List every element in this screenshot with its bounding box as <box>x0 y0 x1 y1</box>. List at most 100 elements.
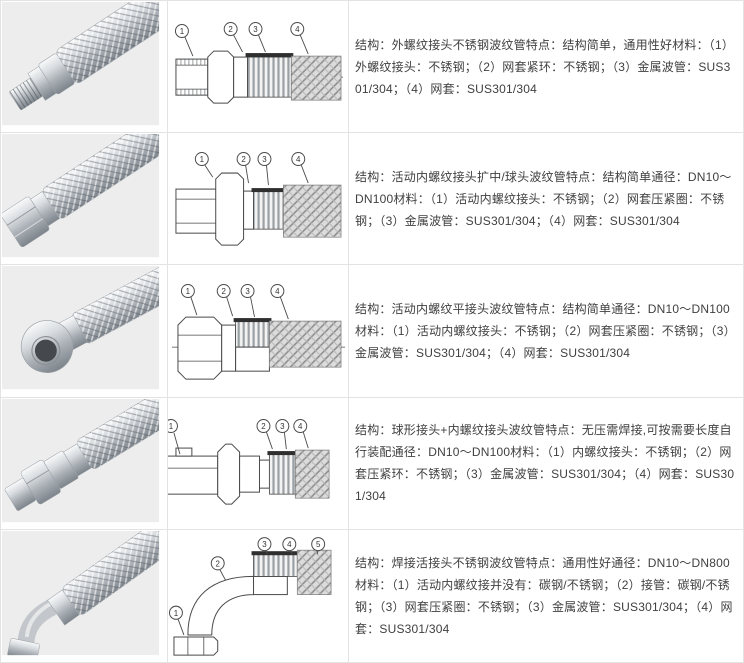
table-row: 1 2 3 4 结构：活动内螺纹平接 <box>1 265 743 398</box>
callout-2: 2 <box>256 418 273 449</box>
diagram-hex-flange <box>207 50 235 104</box>
male-thread-diagram: 1 2 3 4 <box>174 22 344 104</box>
svg-text:2: 2 <box>228 25 233 34</box>
ball-joint-diagram: 1 2 3 4 <box>168 418 330 505</box>
diagram-braid <box>269 321 342 368</box>
diagram-braid <box>294 449 330 499</box>
diagram-corrugated-tube <box>269 453 296 495</box>
callout-1: 1 <box>168 605 185 635</box>
flat-female-nut-braided-hose-photo <box>1 266 160 390</box>
diagram-tube-body <box>235 347 270 373</box>
diagram-elbow-pipe <box>187 575 255 636</box>
elbow-diagram: 1 2 3 4 <box>168 536 332 656</box>
diagram-left-body <box>168 455 219 495</box>
structure-diagram-cell: 1 2 3 4 <box>168 529 349 662</box>
product-photo-cell <box>1 397 168 529</box>
callout-1: 1 <box>194 152 214 178</box>
svg-text:4: 4 <box>295 25 300 34</box>
svg-text:2: 2 <box>216 559 221 568</box>
svg-text:3: 3 <box>245 287 250 296</box>
diagram-union-nut <box>173 636 219 656</box>
svg-text:3: 3 <box>253 25 258 34</box>
welded-union-elbow-braided-hose-photo <box>1 530 160 655</box>
swivel-female-nut-braided-hose-photo <box>1 134 160 258</box>
callout-2: 2 <box>210 556 227 581</box>
product-photo-cell <box>1 1 168 133</box>
svg-text:3: 3 <box>262 540 267 549</box>
svg-text:4: 4 <box>287 540 292 549</box>
diagram-corrugated-tube <box>235 321 270 348</box>
callout-2: 2 <box>216 284 234 317</box>
elbow-hex-nut <box>7 637 40 655</box>
callout-3: 3 <box>240 284 255 318</box>
svg-text:2: 2 <box>261 422 266 431</box>
svg-text:4: 4 <box>298 422 303 431</box>
svg-text:2: 2 <box>221 287 226 296</box>
callout-3: 3 <box>257 152 272 186</box>
callout-2: 2 <box>236 152 251 184</box>
structure-diagram-cell: 1 2 3 4 <box>168 133 349 265</box>
svg-text:3: 3 <box>280 422 285 431</box>
svg-text:1: 1 <box>200 155 205 164</box>
diagram-socket <box>239 455 260 493</box>
svg-text:1: 1 <box>186 287 191 296</box>
callout-4: 4 <box>270 284 289 320</box>
table-row: 1 2 3 4 结构：球形接头+内螺 <box>1 397 743 530</box>
callout-4: 4 <box>290 22 309 55</box>
svg-text:1: 1 <box>174 609 179 618</box>
diagram-braid <box>296 549 332 595</box>
diagram-clamp-ring <box>233 318 272 323</box>
callout-1: 1 <box>174 24 194 57</box>
structure-diagram-cell: 1 2 3 4 <box>168 397 349 529</box>
diagram-ball-hex <box>217 443 241 505</box>
diagram-hex-nut <box>177 316 223 381</box>
diagram-socket <box>221 324 237 373</box>
diagram-nut-body <box>175 188 221 234</box>
ball-joint-female-thread-braided-hose-photo <box>1 398 160 522</box>
product-photo-cell <box>1 529 168 662</box>
diagram-clamp-ring <box>245 53 294 58</box>
external-thread-braided-hose-photo <box>1 2 160 126</box>
bore-hole <box>34 339 57 363</box>
structure-diagram-cell: 1 2 3 4 <box>168 265 349 397</box>
product-description-cell: 结构：活动内螺纹平接头波纹管特点：结构简单通径：DN10～DN100材料：（1）… <box>349 265 743 397</box>
callout-4: 4 <box>291 152 309 184</box>
svg-text:5: 5 <box>316 540 321 549</box>
diagram-braid <box>283 184 342 238</box>
diagram-socket <box>233 56 249 98</box>
callout-3: 3 <box>257 536 272 555</box>
svg-text:2: 2 <box>241 155 246 164</box>
product-description: 结构：外螺纹接头不锈钢波纹管特点：结构简单，通用性好材料：（1）外螺纹接头：不锈… <box>355 37 735 96</box>
callout-4: 4 <box>293 418 309 448</box>
diagram-socket <box>243 190 255 230</box>
product-photo-cell <box>1 133 168 265</box>
product-description: 结构：球形接头+内螺纹接头波纹管特点：无压需焊接,可按需要长度自行装配通径：DN… <box>355 423 735 504</box>
product-photo-cell <box>1 265 168 397</box>
product-description: 结构：焊接活接头不锈钢波纹管特点：通用性好通径：DN10～DN800材料：（1）… <box>355 555 733 636</box>
diagram-corrugated-tube <box>247 56 292 98</box>
callout-5: 5 <box>311 536 326 555</box>
structure-diagram-cell: 1 2 3 4 <box>168 1 349 133</box>
table-row: 1 2 3 4 <box>1 529 743 662</box>
diagram-clamp-ring <box>251 188 286 193</box>
svg-text:1: 1 <box>169 422 174 431</box>
flat-female-diagram: 1 2 3 4 <box>171 284 346 381</box>
callout-4: 4 <box>282 536 297 555</box>
diagram-corrugated-tube <box>253 190 284 230</box>
product-description: 结构：活动内螺纹平接头波纹管特点：结构简单通径：DN10～DN100材料：（1）… <box>355 301 736 360</box>
diagram-clamp-ring <box>251 550 300 556</box>
callout-1: 1 <box>180 284 198 316</box>
product-description: 结构：活动内螺纹接头扩中/球头波纹管特点：结构简单通径：DN10～DN100材料… <box>355 169 732 228</box>
svg-text:3: 3 <box>262 155 267 164</box>
table-row: 1 2 3 4 结构：活动内螺纹接头 <box>1 133 743 266</box>
product-description-cell: 结构：球形接头+内螺纹接头波纹管特点：无压需焊接,可按需要长度自行装配通径：DN… <box>349 397 743 529</box>
callout-3: 3 <box>248 22 266 53</box>
diagram-corrugated-tube <box>253 553 298 577</box>
svg-text:1: 1 <box>180 27 185 36</box>
callout-3: 3 <box>275 418 290 449</box>
product-description-cell: 结构：活动内螺纹接头扩中/球头波纹管特点：结构简单通径：DN10～DN100材料… <box>349 133 743 265</box>
diagram-tube-body <box>253 575 288 595</box>
diagram-swivel-collar <box>215 172 245 246</box>
svg-text:4: 4 <box>296 155 301 164</box>
